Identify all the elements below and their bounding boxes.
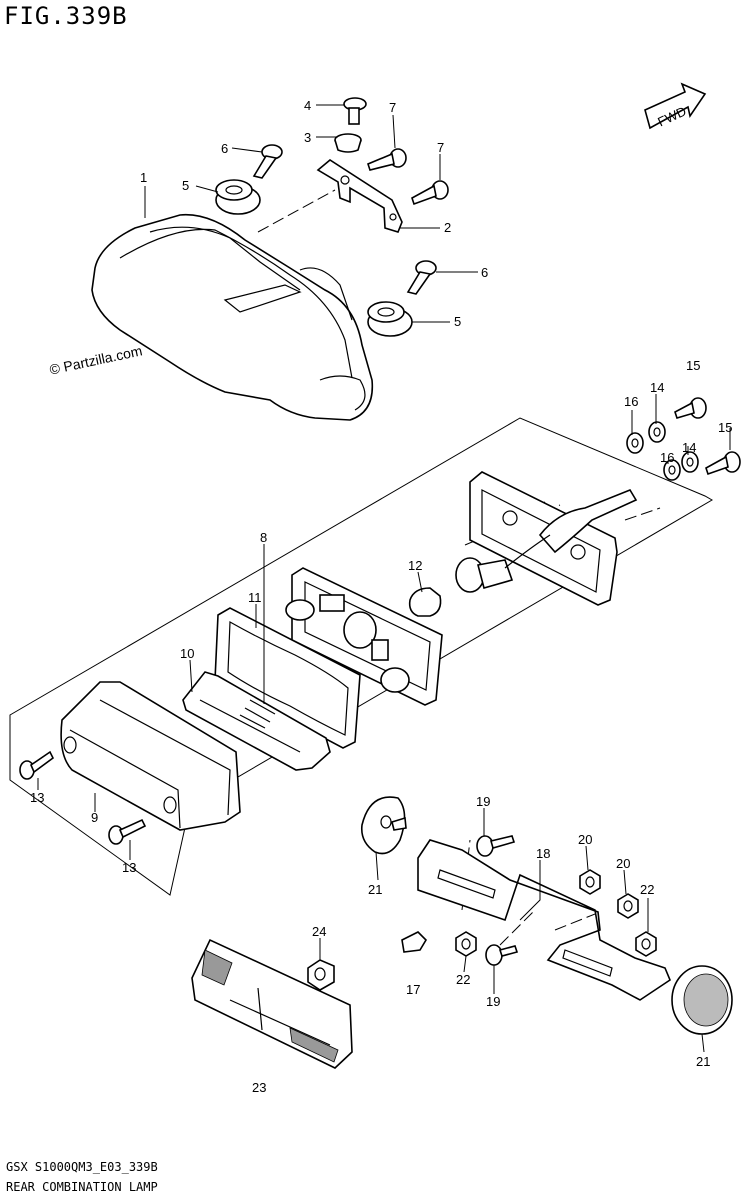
callout-21-left: 21 [368,882,382,897]
callout-14-b: 14 [682,440,696,455]
callout-7-a: 7 [389,100,396,115]
rear-cover[interactable] [469,471,638,606]
figure-title: FIG.339B [4,2,128,30]
nut-20-b[interactable] [617,893,639,919]
callout-3: 3 [304,130,311,145]
tapping-screw-6-upper[interactable] [252,144,283,179]
callout-24: 24 [312,924,326,939]
callout-18: 18 [536,846,550,861]
callout-9: 9 [91,810,98,825]
callout-5-upper: 5 [182,178,189,193]
callout-11: 11 [248,590,262,605]
lamp-bracket[interactable] [316,159,403,233]
callout-numbers: 1 2 3 4 5 5 6 6 7 7 8 9 10 11 12 13 13 1… [30,98,732,1095]
nut-22-b[interactable] [635,931,657,957]
callout-22-a: 22 [456,972,470,987]
reflector-holder-10[interactable] [182,671,331,771]
tapping-screw-6-lower[interactable] [406,260,437,295]
callout-1: 1 [140,170,147,185]
round-reflector-21-left[interactable] [360,796,407,855]
screw-19-b[interactable] [485,944,519,966]
callout-21-right: 21 [696,1054,710,1069]
tail-lens-9[interactable] [60,681,241,831]
screw-15-a[interactable] [674,397,707,419]
lamp-unit-board[interactable] [285,567,443,706]
round-reflector-21-right[interactable] [671,965,733,1035]
washer-14-a[interactable] [648,421,666,443]
nut-20-a[interactable] [579,869,601,895]
washer-14-b[interactable] [681,451,699,473]
callout-19-b: 19 [486,994,500,1009]
callout-22-b: 22 [640,882,654,897]
callout-7-b: 7 [437,140,444,155]
cap-17[interactable] [401,931,428,953]
rear-lamp-housing[interactable] [91,213,374,421]
lamp-assembly-outline-8 [9,417,713,896]
callout-16-b: 16 [660,450,674,465]
callout-5-lower: 5 [454,314,461,329]
callout-13-a: 13 [30,790,44,805]
nut-22-a[interactable] [455,931,477,957]
grommet-5-lower[interactable] [367,301,413,337]
callout-20-b: 20 [616,856,630,871]
diagram-code: GSX S1000QM3_E03_339B [6,1160,158,1174]
screw-7-a[interactable] [367,148,407,171]
callout-15-a: 15 [686,358,700,373]
callout-10: 10 [180,646,194,661]
callout-15-b: 15 [718,420,732,435]
callout-17: 17 [406,982,420,997]
fwd-arrow-icon: FWD [644,82,707,130]
reflector-bracket-18[interactable] [417,839,671,1001]
screw-13-b[interactable] [108,818,147,845]
bulb-12[interactable] [408,587,442,617]
callout-16-a: 16 [624,394,638,409]
grommet-5-upper[interactable] [215,179,261,215]
callout-8: 8 [260,530,267,545]
callout-23: 23 [252,1080,266,1095]
leader-lines [37,104,731,1053]
callout-14-a: 14 [650,380,664,395]
callout-6-upper: 6 [221,141,228,156]
washer-16-b[interactable] [663,459,681,481]
callout-20-a: 20 [578,832,592,847]
assembly-name: REAR COMBINATION LAMP [6,1180,158,1194]
washer-16-a[interactable] [626,432,644,454]
screw-19-a[interactable] [476,835,516,857]
callout-2: 2 [444,220,451,235]
bulb-socket[interactable] [455,534,551,593]
washer-3[interactable] [334,133,362,153]
license-reflector-23[interactable] [191,938,353,1069]
screw-15-b[interactable] [705,451,741,476]
screw-7-b[interactable] [411,180,449,206]
callout-19-a: 19 [476,794,490,809]
nut-24[interactable] [307,959,335,991]
callout-6-lower: 6 [481,265,488,280]
callout-13-b: 13 [122,860,136,875]
screw-13-a[interactable] [19,750,55,780]
callout-12: 12 [408,558,422,573]
callout-4: 4 [304,98,311,113]
screw-4[interactable] [343,97,367,125]
